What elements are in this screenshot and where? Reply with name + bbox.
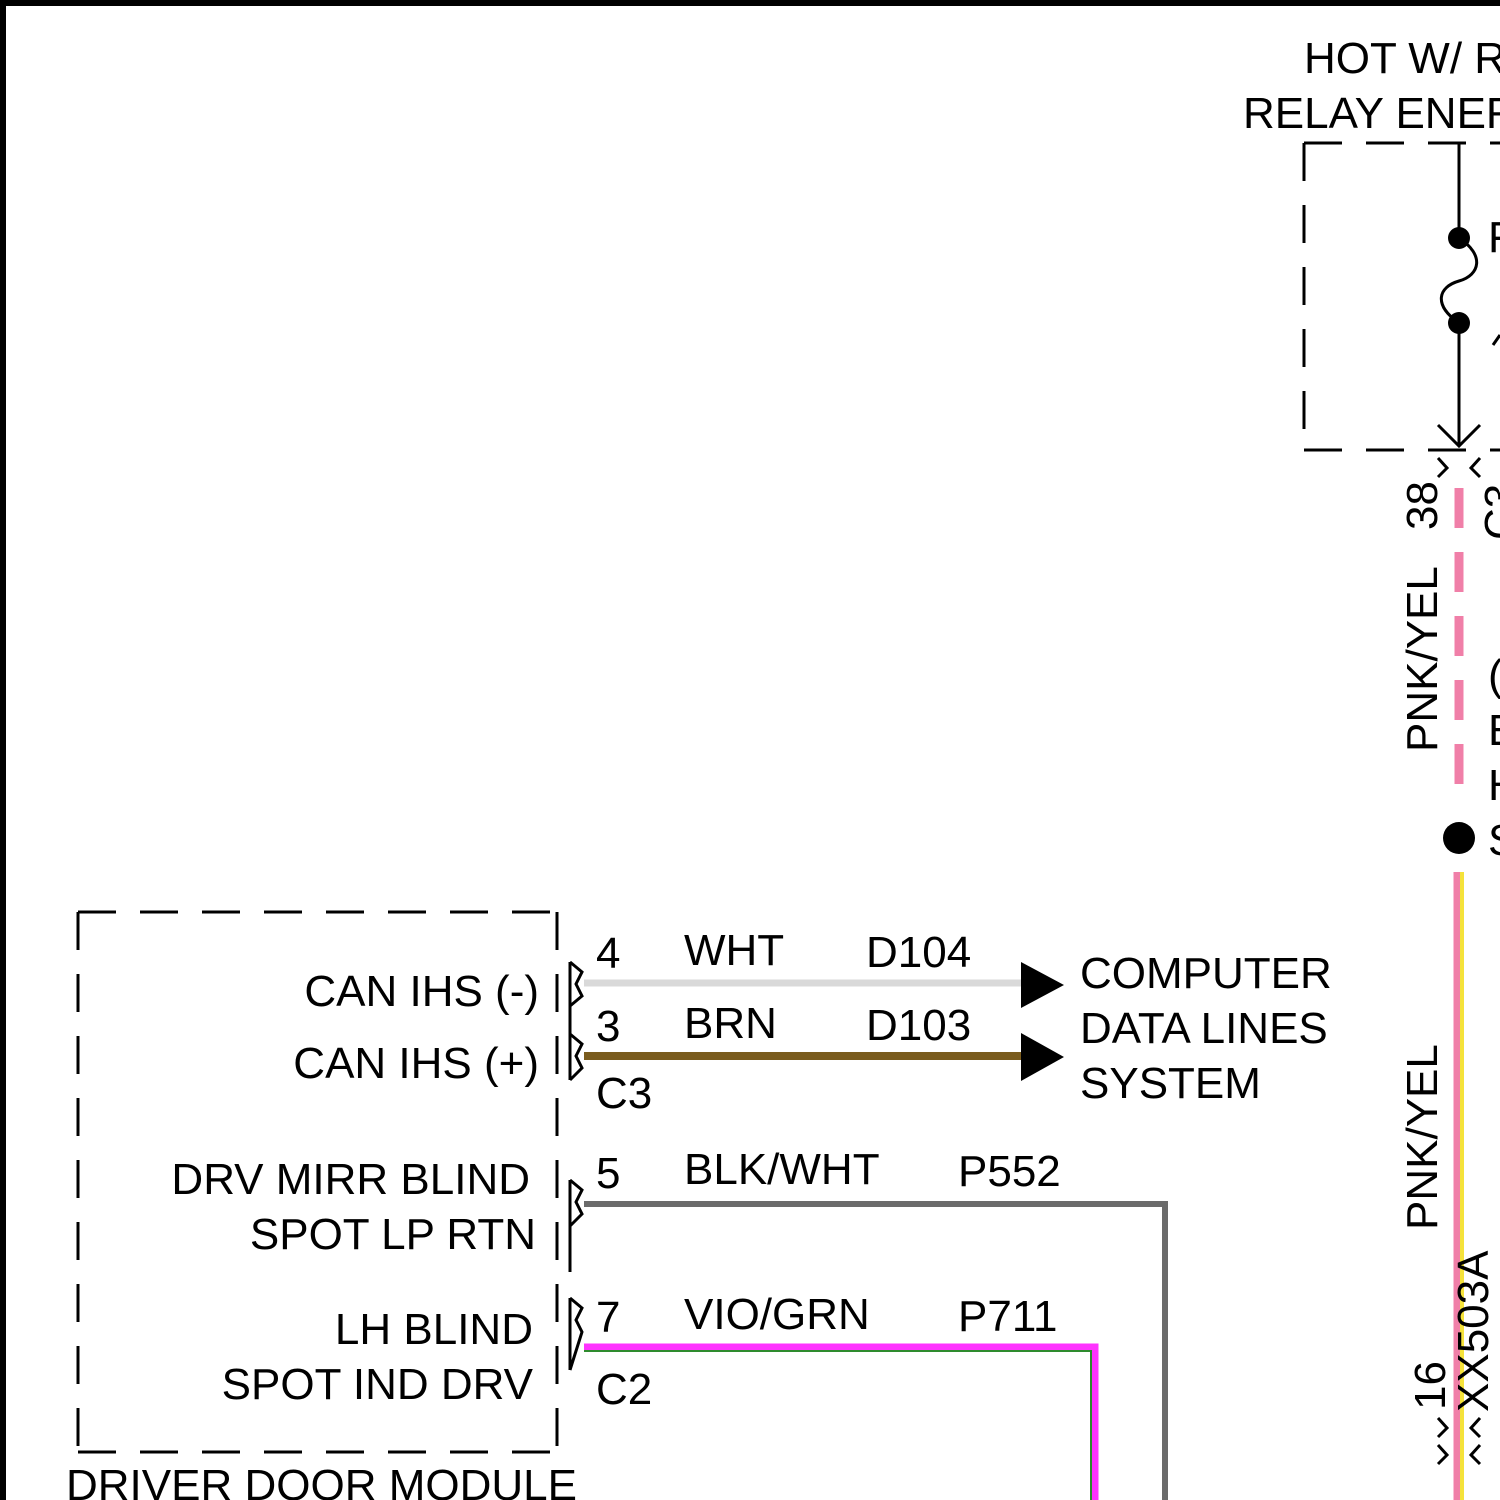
splice-dot [1443, 822, 1475, 854]
connector-c3-label: C3 [596, 1069, 652, 1118]
circuit-p711: P711 [958, 1292, 1058, 1341]
connector-c3-symbol [1438, 458, 1480, 477]
pin-38-label: 38 [1398, 481, 1447, 530]
arrow-icon-d104 [1021, 962, 1064, 1008]
connector-c3-label-right: C3 [1476, 484, 1500, 540]
connector-c2-label: C2 [596, 1365, 652, 1414]
wire-color-wht: WHT [684, 926, 784, 975]
power-source-line1: HOT W/ R [1304, 34, 1500, 83]
power-source-line2: RELAY ENER [1243, 89, 1500, 138]
fuse-icon [1441, 238, 1476, 323]
module-name: DRIVER DOOR MODULE [66, 1461, 577, 1500]
pin-label-drv-mirr-line1: DRV MIRR BLIND [171, 1155, 530, 1204]
arrow-icon-d103 [1021, 1033, 1064, 1081]
pin-number-4: 4 [596, 929, 620, 978]
pin-number-3: 3 [596, 1002, 620, 1051]
circuit-xx503a: XX503A [1449, 1250, 1498, 1412]
wire-color-vio-grn: VIO/GRN [684, 1290, 870, 1339]
frame-border [3, 3, 1500, 1500]
connector-c2-symbol [570, 1180, 582, 1370]
destination-line3: SYSTEM [1080, 1059, 1261, 1108]
wire-vio-grn-p711-vio [584, 1347, 1095, 1500]
wire-color-blk-wht: BLK/WHT [684, 1145, 880, 1194]
destination-line2: DATA LINES [1080, 1004, 1328, 1053]
pin-number-7: 7 [596, 1293, 620, 1342]
wire-vio-grn-p711-grn [584, 1351, 1091, 1500]
side-text-3: H [1488, 761, 1500, 810]
pin-16-label: 16 [1406, 1361, 1455, 1410]
destination-line1: COMPUTER [1080, 949, 1332, 998]
side-text-1: ( [1488, 651, 1500, 700]
pin-label-can-ihs-neg: CAN IHS (-) [304, 967, 539, 1016]
pin-label-can-ihs-pos: CAN IHS (+) [293, 1039, 539, 1088]
wire-color-pnk-yel-upper: PNK/YEL [1398, 566, 1447, 752]
circuit-d104: D104 [866, 928, 971, 977]
pin-label-lh-blind-line2: SPOT IND DRV [222, 1360, 534, 1409]
pin-number-5: 5 [596, 1149, 620, 1198]
fuse-box-outline [1304, 143, 1500, 450]
circuit-d103: D103 [866, 1001, 971, 1050]
side-text-4: S [1488, 816, 1500, 865]
pin-label-lh-blind-line1: LH BLIND [335, 1305, 533, 1354]
wire-color-pnk-yel-lower: PNK/YEL [1398, 1044, 1447, 1230]
connector-c3-symbol-module [570, 962, 582, 1080]
fuse-rating-fragment [1493, 335, 1500, 345]
side-text-2: E [1488, 706, 1500, 755]
fuse-label: F [1488, 213, 1500, 262]
wire-color-brn: BRN [684, 999, 777, 1048]
circuit-p552: P552 [958, 1147, 1061, 1196]
pin-label-drv-mirr-line2: SPOT LP RTN [250, 1210, 536, 1259]
